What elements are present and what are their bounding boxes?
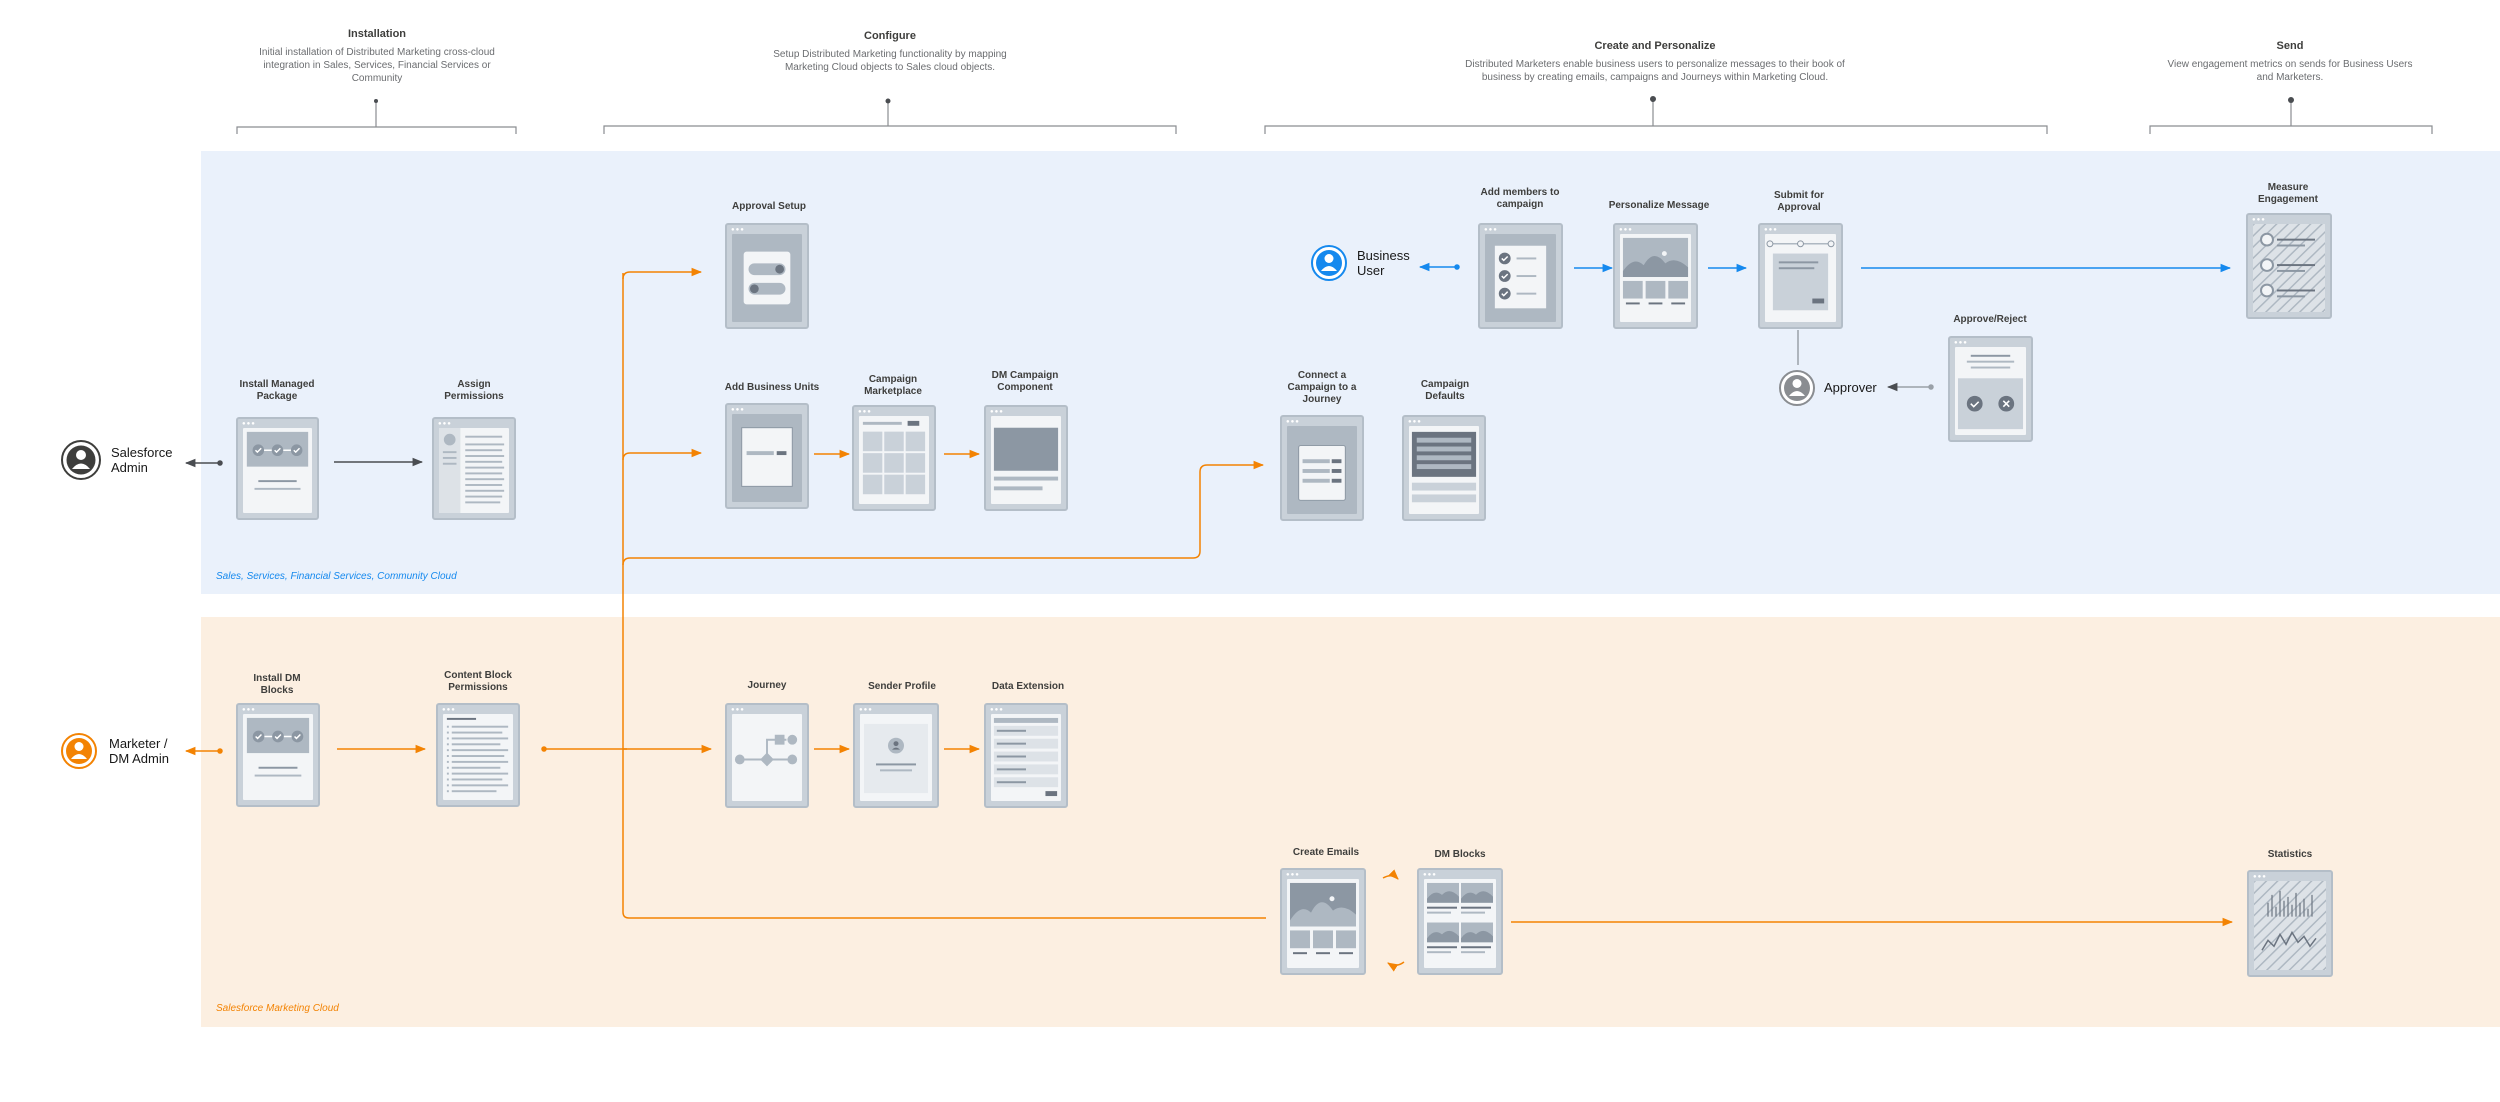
- step-label: Approve/Reject: [1953, 314, 2027, 325]
- step-label: Statistics: [2267, 849, 2313, 860]
- marketer-admin-label: Marketer / DM Admin: [109, 736, 169, 766]
- step-label: Connect a Campaign to a Journey: [1287, 370, 1357, 405]
- step-label: Assign Permissions: [444, 379, 504, 402]
- block-permissions-list-icon: [446, 717, 509, 793]
- assign-permissions-screen: ●●●: [432, 417, 516, 520]
- sender-profile-screen: ●●●: [853, 703, 939, 808]
- business-user-label: Business User: [1357, 248, 1410, 278]
- data-extension-screen: ●●●: [984, 703, 1068, 808]
- campaign-component-icon: [993, 427, 1059, 491]
- approve-reject-screen: ●●●: [1948, 336, 2033, 442]
- phase-title: Create and Personalize: [1594, 40, 1716, 52]
- phase-configure: Configure Setup Distributed Marketing fu…: [770, 30, 1010, 74]
- campaign-journey-icon: [1298, 445, 1346, 501]
- package-progress-icon: [246, 431, 309, 490]
- check-icon: [1966, 395, 1983, 412]
- step-label: Approval Setup: [732, 201, 806, 212]
- statistics-chart-icon: [2254, 881, 2326, 970]
- data-table-icon: [993, 717, 1059, 797]
- phase-installation: Installation Initial installation of Dis…: [247, 28, 507, 85]
- step-label: Add Business Units: [724, 382, 820, 393]
- defaults-form-icon: [1411, 431, 1477, 503]
- step-label: DM Blocks: [1434, 849, 1486, 860]
- step-label: Campaign Marketplace: [864, 374, 922, 397]
- create-emails-screen: ●●●: [1280, 868, 1366, 975]
- step-label: Create Emails: [1292, 847, 1360, 858]
- dm-campaign-component-screen: ●●●: [984, 405, 1068, 511]
- email-builder-icon: [1290, 882, 1356, 955]
- step-label: Content Block Permissions: [444, 670, 512, 693]
- phase-brackets: [236, 96, 2433, 134]
- permissions-list-icon: [439, 428, 505, 513]
- journey-screen: ●●●: [725, 703, 809, 808]
- step-label: Measure Engagement: [2257, 182, 2318, 205]
- campaign-defaults-screen: ●●●: [1402, 415, 1486, 521]
- step-label: Submit for Approval: [1774, 190, 1824, 213]
- person-avatar-icon: [61, 733, 97, 769]
- marketing-cloud-band-label: Salesforce Marketing Cloud: [216, 1003, 339, 1014]
- step-label: Journey: [747, 680, 787, 691]
- approval-setup-screen: ●●●: [725, 223, 809, 329]
- approver-label: Approver: [1824, 380, 1877, 395]
- blocks-progress-icon: [246, 717, 310, 777]
- add-members-screen: ●●●: [1478, 223, 1563, 329]
- step-label: Campaign Defaults: [1420, 379, 1470, 402]
- phase-description: View engagement metrics on sends for Bus…: [2167, 59, 2413, 83]
- step-label: Install Managed Package: [239, 379, 315, 402]
- step-label: Personalize Message: [1608, 200, 1710, 211]
- salesforce-admin-label: Salesforce Admin: [111, 445, 173, 475]
- profile-card-icon: [864, 723, 928, 794]
- email-template-icon: [1622, 237, 1689, 305]
- step-label: Install DM Blocks: [253, 673, 301, 696]
- sales-cloud-band-label: Sales, Services, Financial Services, Com…: [216, 571, 457, 582]
- install-package-screen: ●●●: [236, 417, 319, 520]
- approval-progress-icon: [1766, 240, 1835, 311]
- phase-title: Configure: [864, 30, 916, 42]
- personalize-message-screen: ●●●: [1613, 223, 1698, 329]
- content-blocks-icon: [1427, 882, 1493, 954]
- measure-engagement-screen: ●●●: [2246, 213, 2332, 319]
- step-label: Data Extension: [991, 681, 1065, 692]
- marketplace-grid-icon: [862, 420, 926, 495]
- submit-approval-screen: ●●●: [1758, 223, 1843, 329]
- member-checklist-icon: [1494, 245, 1547, 309]
- close-icon: [1998, 395, 2015, 412]
- toggle-settings-icon: [743, 251, 791, 305]
- statistics-screen: ●●●: [2247, 870, 2333, 977]
- step-label: Sender Profile: [868, 681, 936, 692]
- phase-description: Distributed Marketers enable business us…: [1465, 59, 1845, 83]
- install-dm-blocks-screen: ●●●: [236, 703, 320, 807]
- person-avatar-icon: [1779, 370, 1815, 406]
- step-label: Add members to campaign: [1480, 187, 1560, 210]
- person-avatar-icon: [61, 440, 101, 480]
- phase-create-personalize: Create and Personalize Distributed Marke…: [1445, 40, 1865, 84]
- phase-send: Send View engagement metrics on sends fo…: [2160, 40, 2420, 84]
- add-business-units-screen: ●●●: [725, 403, 809, 509]
- phase-description: Initial installation of Distributed Mark…: [259, 47, 495, 84]
- person-avatar-icon: [1311, 245, 1347, 281]
- phase-description: Setup Distributed Marketing functionalit…: [773, 49, 1007, 73]
- step-label: DM Campaign Component: [991, 370, 1059, 393]
- phase-title: Send: [2276, 40, 2304, 52]
- phase-title: Installation: [347, 28, 407, 40]
- engagement-metrics-icon: [2253, 224, 2325, 312]
- dm-blocks-screen: ●●●: [1417, 868, 1503, 975]
- content-block-permissions-screen: ●●●: [436, 703, 520, 807]
- business-unit-form-icon: [741, 427, 793, 487]
- connect-campaign-screen: ●●●: [1280, 415, 1364, 521]
- campaign-marketplace-screen: ●●●: [852, 405, 936, 511]
- journey-flow-icon: [734, 734, 798, 767]
